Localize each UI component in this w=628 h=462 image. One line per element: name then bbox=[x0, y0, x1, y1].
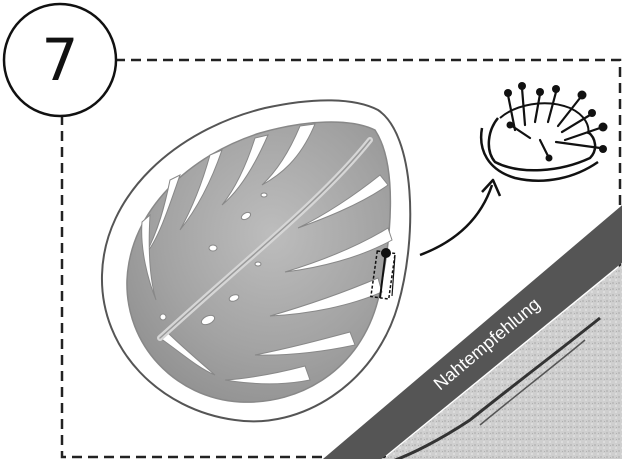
curved-arrow-icon bbox=[420, 180, 500, 255]
monstera-leaf-icon bbox=[102, 100, 410, 421]
step-badge: 7 bbox=[4, 4, 116, 116]
step-number: 7 bbox=[42, 26, 79, 94]
pincushion-icon bbox=[481, 82, 607, 181]
